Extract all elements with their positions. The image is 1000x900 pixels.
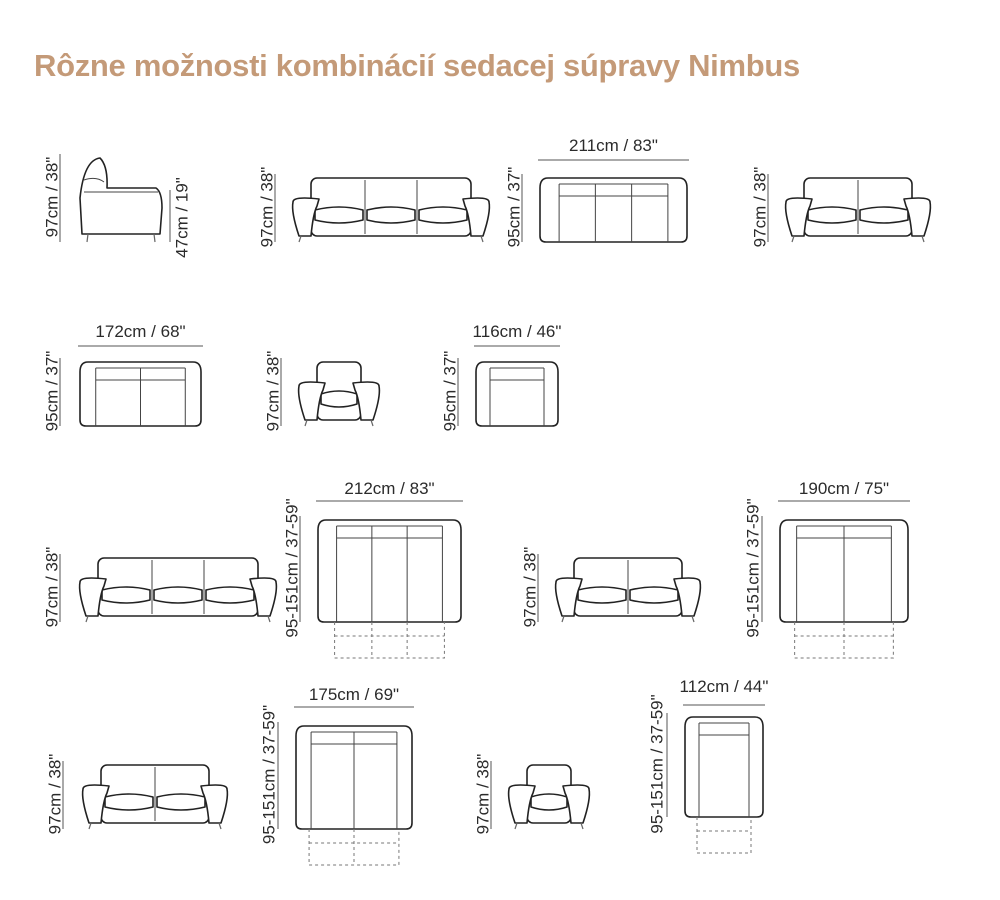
seat-cushion [320,390,358,408]
combination-11: 95-151cm / 37-59" 190cm / 75" [744,479,910,659]
height-dimension-label: 97cm / 38" [474,754,493,835]
leg [88,822,92,830]
width-dimension-label: 212cm / 83" [344,479,434,498]
leg [370,419,374,427]
height-dimension-label: 95-151cm / 37-59" [744,498,763,637]
seat-cushion [205,586,255,604]
width-dimension-label: 211cm / 83" [569,136,658,155]
leg [304,419,308,427]
armrest-line [336,526,443,622]
sofa-outline [684,716,764,818]
combination-14: 97cm / 38" [474,754,591,835]
combination-2: 97cm / 38" [258,167,491,248]
height-dimension-label: 95-151cm / 37-59" [283,498,302,637]
seat-cushion [577,586,627,604]
leg [153,233,156,243]
side-detail [83,177,158,193]
seat-cushion [156,793,206,811]
seat-cushion [104,793,154,811]
left-armrest [78,577,107,617]
armrest-line [310,732,398,829]
combination-7: 95cm / 37" 116cm / 46" [441,322,562,431]
width-dimension-label: 112cm / 44" [680,677,769,696]
armrest-line [489,368,545,426]
page-title: Rôzne možnosti kombinácií sedacej súprav… [34,48,800,83]
combination-3: 95cm / 37" 211cm / 83" [505,136,689,248]
right-armrest [200,784,229,824]
leg [514,822,518,830]
combination-1: 97cm / 38" 47cm / 19" [43,154,192,258]
leg [791,235,795,243]
seat-cushion [629,586,679,604]
leg [580,822,584,830]
leg [267,615,271,623]
left-armrest [784,197,813,237]
leg [298,235,302,243]
recliner-extension [334,622,445,659]
left-armrest [297,381,326,421]
seat-cushion [314,206,364,224]
combination-15: 95-151cm / 37-59" 112cm / 44" [648,677,769,854]
right-armrest [673,577,702,617]
armrest-line [558,184,669,242]
left-armrest [81,784,110,824]
leg [561,615,565,623]
seat-cushion [530,793,568,811]
right-armrest [352,381,381,421]
combination-8: 97cm / 38" [43,547,278,628]
combination-9: 95-151cm / 37-59" 212cm / 83" [283,479,463,659]
leg [691,615,695,623]
sofa-outline [475,361,559,427]
height-dimension-label: 95-151cm / 37-59" [648,694,667,833]
armrest-line [698,723,750,817]
height-dimension-label: 47cm / 19" [173,177,192,258]
combination-5: 95cm / 37" 172cm / 68" [43,322,203,432]
width-dimension-label: 175cm / 69" [309,685,399,704]
height-dimension-label: 95-151cm / 37-59" [260,705,279,844]
sofa-outline [539,177,688,243]
height-dimension-label: 97cm / 38" [751,167,770,248]
seat-cushion [153,586,203,604]
height-dimension-label: 97cm / 38" [258,167,277,248]
height-dimension-label: 95cm / 37" [43,351,62,432]
width-dimension-label: 190cm / 75" [799,479,889,498]
seat-cushion [859,206,909,224]
leg [218,822,222,830]
right-armrest [249,577,278,617]
combination-4: 97cm / 38" [751,167,932,248]
left-armrest [291,197,320,237]
width-dimension-label: 172cm / 68" [95,322,185,341]
right-armrest [462,197,491,237]
combination-10: 97cm / 38" [521,547,702,628]
armrest-line [95,368,186,426]
recliner-extension [696,817,752,854]
side-profile [79,157,163,235]
width-dimension-label: 116cm / 46" [473,322,562,341]
seat-cushion [366,206,416,224]
left-armrest [507,784,536,824]
combination-13: 95-151cm / 37-59" 175cm / 69" [260,685,414,866]
left-armrest [554,577,583,617]
right-armrest [903,197,932,237]
height-dimension-label: 95cm / 37" [441,351,460,432]
combination-12: 97cm / 38" [46,754,229,835]
height-dimension-label: 97cm / 38" [43,547,62,628]
combination-6: 97cm / 38" [264,351,381,432]
leg [85,615,89,623]
armrest-line [796,526,892,622]
seat-cushion [807,206,857,224]
right-armrest [562,784,591,824]
seat-cushion [101,586,151,604]
leg [86,233,89,243]
height-dimension-label: 97cm / 38" [521,547,540,628]
sofa-outline [317,519,462,623]
seat-cushion [418,206,468,224]
height-dimension-label: 97cm / 38" [43,157,62,238]
leg [921,235,925,243]
leg [480,235,484,243]
height-dimension-label: 97cm / 38" [264,351,283,432]
height-dimension-label: 95cm / 37" [505,167,524,248]
height-dimension-label: 97cm / 38" [46,754,65,835]
